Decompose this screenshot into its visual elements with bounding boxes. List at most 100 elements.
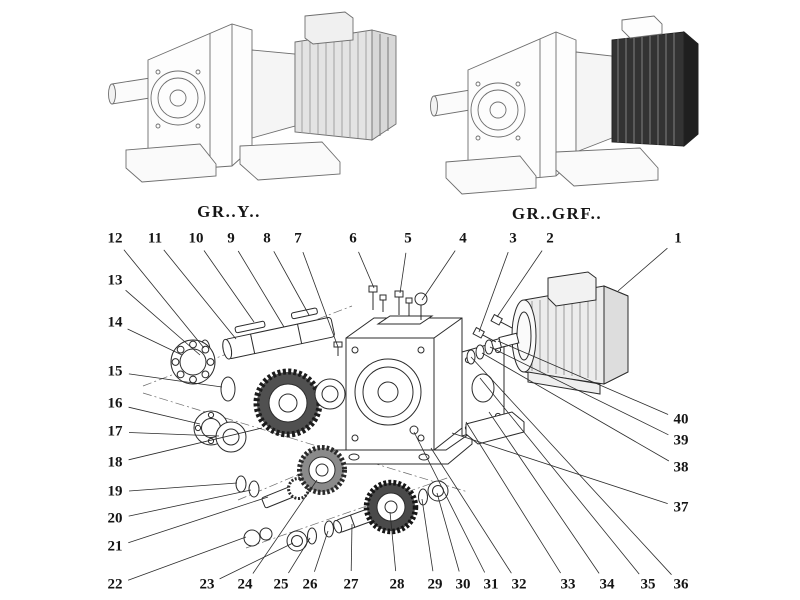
bolt [379,294,387,312]
leader-line-17 [128,432,220,437]
leader-line-26 [314,530,329,572]
iso-mounting-feet-2 [445,147,659,195]
part-number-26: 26 [302,576,318,593]
washer-b [259,527,273,541]
part-number-37: 37 [673,499,689,516]
leader-line-15 [128,373,223,388]
end-bearing [427,480,449,502]
part-number-33: 33 [560,576,576,593]
part-number-13: 13 [107,272,123,289]
leader-line-8 [273,251,310,316]
leader-line-1 [617,247,668,292]
variant-label-gr-grf: GR..GRF.. [511,204,603,223]
housing-bolts [368,285,428,320]
leader-line-3 [478,251,509,333]
part-number-7: 7 [294,230,302,247]
assembly-view-gr-grf [430,15,699,195]
leader-line-22 [127,536,247,581]
leader-line-6 [358,251,375,289]
washer-a [243,529,261,547]
iso-output-shaft-2 [430,89,471,117]
part-number-18: 18 [107,454,123,471]
part-number-36: 36 [673,576,689,593]
part-number-35: 35 [640,576,656,593]
motor [498,271,629,395]
motor-fan-cover [603,285,629,385]
part-number-16: 16 [107,395,123,412]
part-number-20: 20 [107,510,123,527]
leader-line-11 [163,249,237,340]
part-number-8: 8 [263,230,271,247]
iso-gear-housing [147,23,253,173]
part-number-5: 5 [404,230,412,247]
part-number-3: 3 [509,230,517,247]
leader-line-32 [430,447,512,574]
iso-top-fitting [621,15,663,39]
mid-bearing [314,378,346,410]
part-number-11: 11 [147,230,163,247]
iso-adapter-flange [251,49,296,139]
part-number-1: 1 [674,230,682,247]
leader-line-27 [350,523,353,572]
part-number-40: 40 [673,411,689,428]
part-number-34: 34 [599,576,615,593]
bolt [394,290,404,315]
ring-b [324,520,334,538]
iso-dark-cover-unit [611,15,699,147]
leader-line-33 [465,421,561,574]
bolt [368,285,378,310]
leader-line-10 [203,250,255,323]
part-number-21: 21 [107,538,123,555]
leader-line-16 [128,406,201,425]
part-number-25: 25 [273,576,289,593]
part-number-29: 29 [427,576,443,593]
shaft-key-outer [234,320,266,334]
part-number-22: 22 [107,576,123,593]
leader-line-39 [489,346,669,436]
part-number-14: 14 [107,314,123,331]
drain-plug [409,425,419,435]
pinion-washers [235,475,260,498]
leader-lines [123,247,672,581]
small-bearing [286,530,308,552]
leader-line-9 [237,250,285,328]
part-number-28: 28 [389,576,405,593]
iso-motor [294,11,397,141]
leader-line-24 [252,479,318,574]
bolt [405,297,413,316]
leader-line-29 [421,498,434,572]
part-number-31: 31 [483,576,499,593]
part-number-23: 23 [199,576,215,593]
leader-line-35 [479,377,640,575]
oil-seal-ring [220,376,236,402]
iso-output-shaft [108,77,151,105]
leader-line-19 [128,482,238,492]
iso-fan-cover [371,29,397,141]
leader-line-4 [421,250,456,301]
iso-gear-housing-2 [467,31,577,185]
part-number-9: 9 [227,230,235,247]
leader-line-40 [497,340,669,415]
assembly-view-gr-y [108,11,397,183]
ring-c [418,488,428,506]
motor-terminal-box [547,271,597,307]
leader-line-34 [488,411,600,574]
leader-line-7 [302,251,339,348]
motor-studs [472,313,515,343]
part-number-17: 17 [107,423,123,440]
leader-line-30 [436,492,460,572]
part-number-27: 27 [343,576,359,593]
output-bearing [170,339,216,385]
exploded-view [123,247,672,581]
part-number-2: 2 [546,230,554,247]
iso-terminal-box [304,11,354,45]
part-number-39: 39 [673,432,689,449]
part-number-24: 24 [237,576,253,593]
leader-line-37 [451,432,668,504]
leader-line-23 [219,542,294,580]
eye-bolt [414,292,428,320]
gear-housing [333,315,473,465]
leader-line-38 [481,352,670,462]
breather-plug [333,341,343,356]
iso-adapter-flange-2 [575,51,613,153]
